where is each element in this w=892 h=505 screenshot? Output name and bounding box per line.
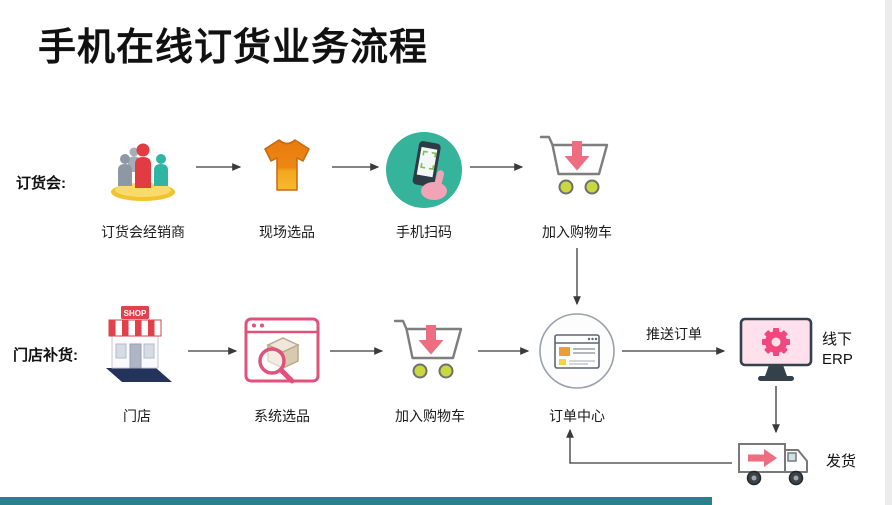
node-erp [736, 316, 816, 393]
caption-onsite-select: 现场选品 [259, 224, 315, 240]
caption-phone-scan: 手机扫码 [396, 224, 452, 240]
node-order-center [538, 312, 616, 395]
erp-label-line1: 线下 [822, 331, 853, 348]
caption-dealer: 订货会经销商 [101, 224, 185, 240]
right-edge-strip [885, 0, 892, 505]
phone-scan-icon [386, 132, 462, 208]
node-add-cart-1 [536, 130, 616, 207]
node-store: SHOP [92, 300, 182, 395]
erp-monitor-icon [739, 317, 813, 381]
row1-label: 订货会: [16, 175, 66, 192]
cart-down-arrow-icon [393, 319, 463, 379]
caption-add-cart-2: 加入购物车 [395, 408, 465, 424]
system-select-icon [244, 317, 320, 384]
erp-label: 线下 ERP [822, 330, 853, 370]
node-system-select [242, 314, 322, 391]
page-title: 手机在线订货业务流程 [38, 27, 429, 69]
ship-label: 发货 [826, 453, 857, 470]
node-ship [736, 438, 816, 495]
caption-add-cart-1: 加入购物车 [542, 224, 612, 240]
order-center-icon [539, 313, 615, 389]
bottom-accent-bar [0, 497, 712, 505]
caption-order-center: 订单中心 [549, 408, 605, 424]
gear-icon [762, 328, 790, 356]
node-dealer [98, 126, 188, 211]
delivery-truck-icon [738, 443, 808, 486]
shop-storefront-icon: SHOP [106, 306, 172, 382]
node-onsite-select [254, 132, 320, 203]
row2-label: 门店补货: [13, 347, 78, 364]
node-phone-scan [384, 130, 464, 215]
push-order-label: 推送订单 [646, 326, 702, 342]
arrow-truck-to-order-center [566, 428, 732, 464]
shop-sign-text: SHOP [124, 309, 147, 318]
caption-store: 门店 [123, 408, 151, 424]
cart-down-arrow-icon [539, 135, 609, 195]
erp-label-line2: ERP [822, 351, 853, 368]
caption-system-select: 系统选品 [254, 408, 310, 424]
tshirt-icon [264, 139, 310, 191]
people-group-icon [111, 143, 175, 201]
node-add-cart-2 [390, 314, 470, 391]
